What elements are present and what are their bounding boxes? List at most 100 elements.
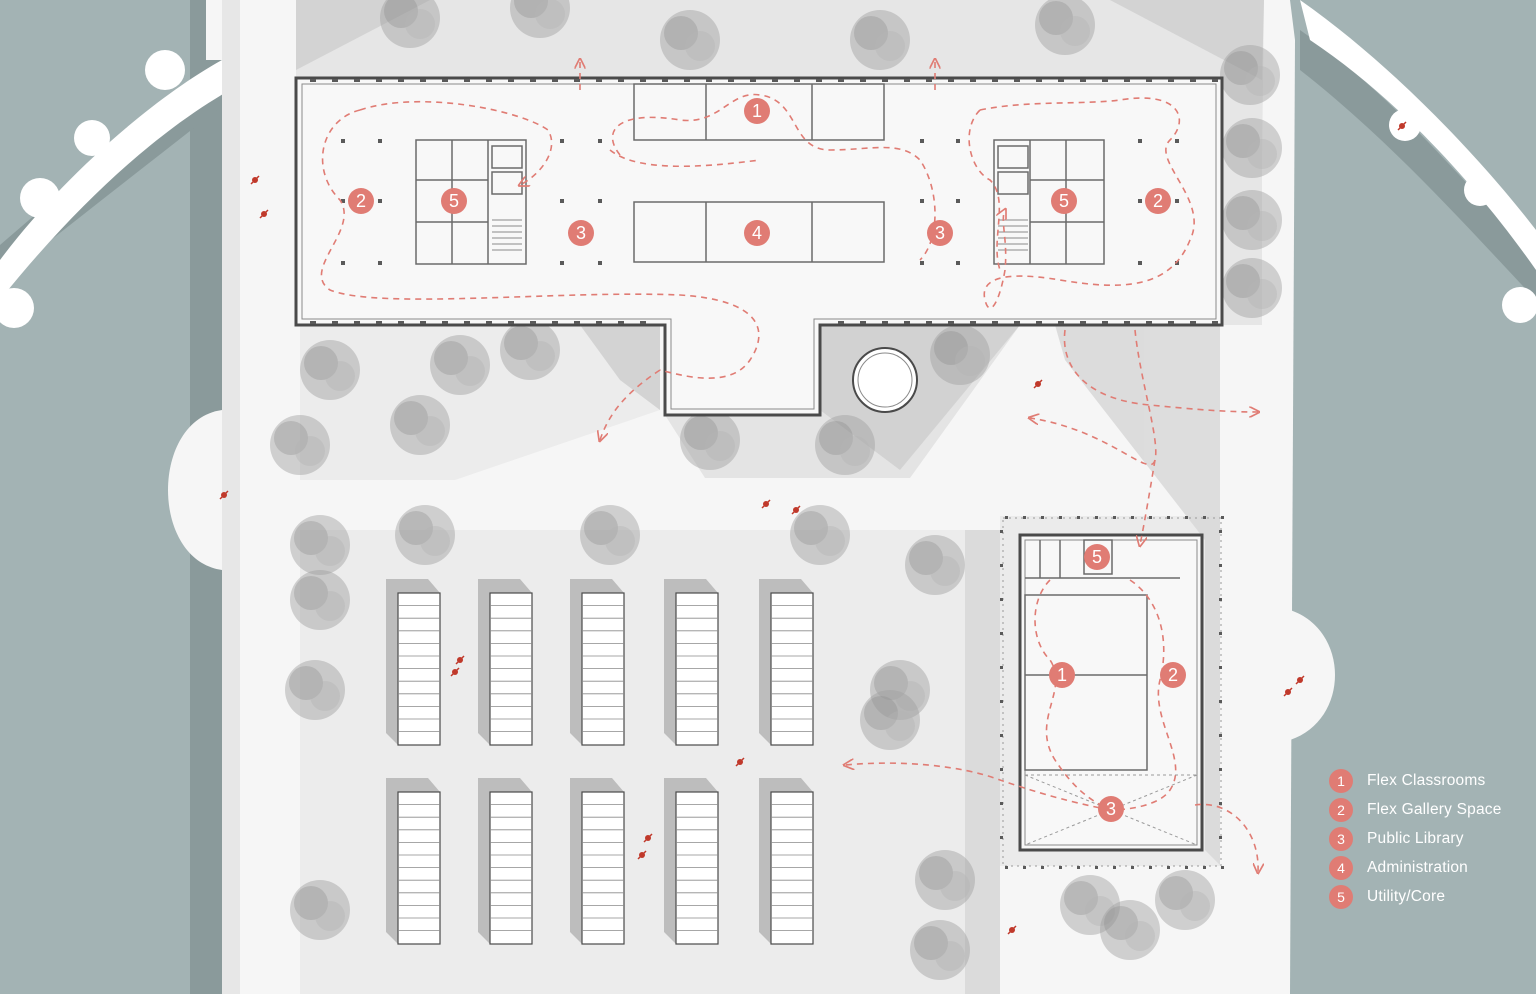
column-icon [560,199,564,203]
column-icon [1168,79,1174,82]
column-icon [1080,321,1086,324]
column-icon [794,79,800,82]
tree-icon [870,660,930,720]
column-icon [1146,79,1152,82]
tree-icon [300,340,360,400]
column-icon [574,79,580,82]
person-icon [455,655,465,665]
program-marker: 4 [744,220,770,246]
column-icon [920,199,924,203]
legend-label: Flex Classrooms [1367,772,1486,789]
tree-icon [500,320,560,380]
legend-item: 5 Utility/Core [1326,884,1526,913]
column-icon [1059,866,1062,869]
column-icon [1080,79,1086,82]
person-icon [1007,925,1017,935]
solar-canopy [386,778,441,945]
tree-icon [910,920,970,980]
column-icon [1113,516,1116,519]
program-marker: 2 [1145,188,1171,214]
column-icon [1000,666,1003,669]
person-icon [219,490,229,500]
column-icon [1168,321,1174,324]
program-marker: 3 [927,220,953,246]
column-icon [442,79,448,82]
tree-icon [270,415,330,475]
column-icon [378,261,382,265]
parking-canopies [386,579,814,945]
column-icon [1000,734,1003,737]
column-icon [662,79,668,82]
column-icon [1124,321,1130,324]
column-icon [508,79,514,82]
column-icon [1219,768,1222,771]
column-icon [354,321,360,324]
column-icon [598,261,602,265]
column-icon [1023,866,1026,869]
tree-icon [1060,875,1120,935]
column-icon [1058,79,1064,82]
legend-label: Administration [1367,859,1469,876]
tree-icon [510,0,570,38]
column-icon [1000,598,1003,601]
column-icon [508,321,514,324]
column-icon [1219,802,1222,805]
column-icon [1077,866,1080,869]
solar-canopy [570,778,625,945]
column-icon [1149,516,1152,519]
tree-icon [1220,45,1280,105]
tree-icon [285,660,345,720]
column-icon [1175,261,1179,265]
tree-icon [680,410,740,470]
solar-canopy [478,579,533,746]
person-icon [259,209,269,219]
column-icon [442,321,448,324]
column-icon [1190,321,1196,324]
column-icon [1167,866,1170,869]
column-icon [560,261,564,265]
column-icon [341,199,345,203]
person-icon [250,175,260,185]
column-grid [1000,516,1224,869]
column-icon [618,321,624,324]
program-marker: 3 [1098,796,1124,822]
tree-icon [1100,900,1160,960]
column-icon [574,321,580,324]
tree-icon [380,0,440,48]
tree-icon [290,880,350,940]
column-icon [860,321,866,324]
legend-item: 2 Flex Gallery Space [1326,797,1526,826]
program-legend: 1 Flex Classrooms 2 Flex Gallery Space 3… [1326,768,1526,913]
person-icon [1033,379,1043,389]
program-marker: 1 [1049,662,1075,688]
column-icon [970,79,976,82]
column-icon [920,139,924,143]
column-icon [486,321,492,324]
trees [270,0,1282,980]
column-icon [1185,516,1188,519]
column-icon [1138,199,1142,203]
column-icon [1203,516,1206,519]
column-icon [640,79,646,82]
person-icon [1397,121,1407,131]
tree-icon [915,850,975,910]
person-icon [761,499,771,509]
column-icon [1000,632,1003,635]
column-icon [1095,866,1098,869]
column-icon [772,79,778,82]
column-icon [1005,516,1008,519]
column-icon [1221,866,1224,869]
column-icon [1146,321,1152,324]
people [219,121,1407,935]
column-icon [1219,666,1222,669]
column-icon [1212,79,1218,82]
column-icon [1000,802,1003,805]
column-icon [882,79,888,82]
column-icon [970,321,976,324]
person-icon [643,833,653,843]
column-icon [1175,199,1179,203]
column-icon [310,79,316,82]
column-grid [310,79,1218,324]
